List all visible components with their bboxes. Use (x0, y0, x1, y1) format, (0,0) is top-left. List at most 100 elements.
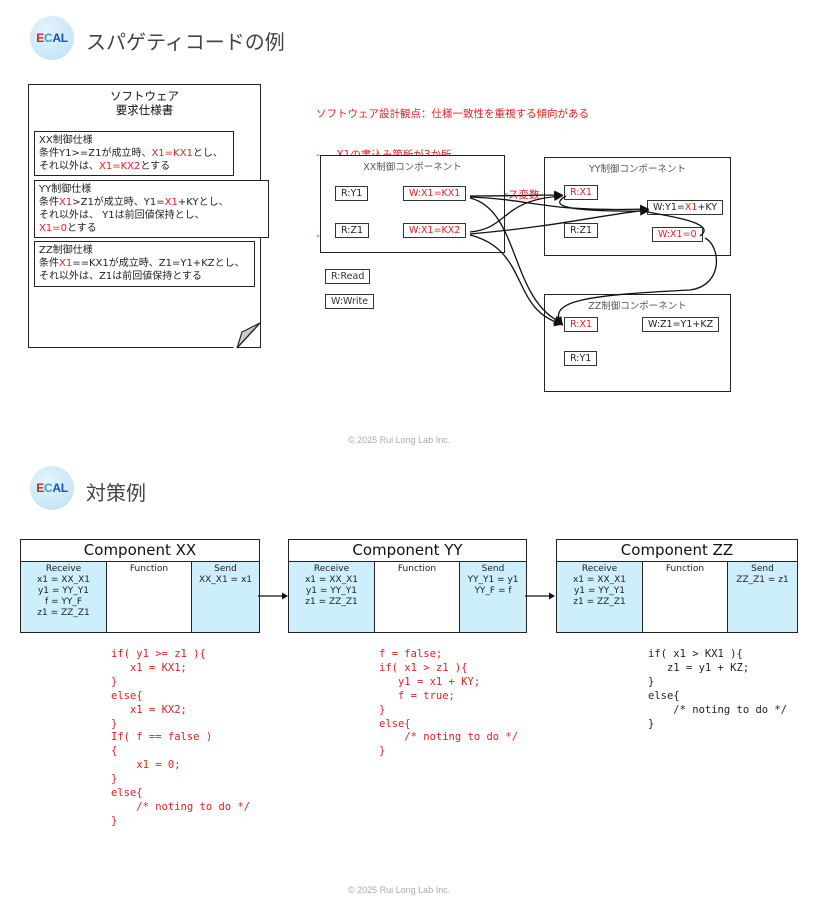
list-item: XX_X1 = x1 (198, 575, 253, 585)
document-title-line1: ソフトウェア (110, 89, 179, 103)
spec-heading: XX制御仕様 (39, 135, 93, 146)
logo-letters-al: AL (52, 481, 68, 495)
spec-text: >Z1が成立時、Y1= (72, 197, 165, 208)
logo-letter-c: C (43, 31, 53, 45)
function-column: Function (106, 562, 192, 632)
spec-text: それ以外は、 (39, 161, 99, 172)
document-title-line2: 要求仕様書 (115, 103, 174, 117)
list-item: y1 = YY_Y1 (37, 586, 90, 596)
spec-line: 条件Y1>=Z1が成立時、X1=KX1とし、 (39, 147, 229, 160)
legend-write: W:Write (325, 294, 375, 309)
spec-text: 条件Y1>=Z1が成立時、 (39, 148, 152, 159)
code-block-zz: if( x1 > KX1 ){ z1 = y1 + KZ; } else{ /*… (648, 648, 788, 730)
highlighted-text: X1 (164, 197, 178, 208)
write-x1-kx1-box: W:X1=KX1 (403, 186, 467, 201)
function-label: Function (665, 564, 705, 574)
read-x1-box: R:X1 (564, 317, 599, 332)
list-item: x1 = XX_X1 (36, 575, 91, 585)
spec-text: それ以外は、 Y1は前回値保持とし、 (39, 210, 205, 221)
spec-zz: ZZ制御仕様 条件X1==KX1が成立時、Z1=Y1+KZとし、それ以外は、Z1… (34, 241, 255, 287)
receive-label: Receive (313, 564, 350, 574)
read-z1-box: R:Z1 (335, 223, 370, 238)
xx-control-component: XX制御コンポーネント R:Y1 R:Z1 W:X1=KX1 W:X1=KX2 (320, 155, 505, 253)
list-item: YY_F = f (474, 586, 512, 596)
list-item: y1 = YY_Y1 (305, 586, 358, 596)
code-block-xx: if( y1 >= z1 ){ x1 = KX1; } else{ x1 = K… (111, 648, 251, 827)
list-item: YY_Y1 = y1 (467, 575, 519, 585)
spec-text: とし、 (192, 148, 223, 159)
spec-text: 条件 (39, 258, 59, 269)
section-title-spaghetti: スパゲティコードの例 (86, 30, 285, 54)
component-title: YY制御コンポーネント (588, 164, 687, 175)
logo-letter-e: E (36, 481, 44, 495)
function-column: Function (642, 562, 728, 632)
write-y1-suffix: +KY (697, 202, 718, 213)
list-item: y1 = YY_Y1 (573, 586, 626, 596)
logo-letter-e: E (36, 31, 44, 45)
spec-text: ==KX1が成立時、Z1=Y1+KZとし、 (72, 258, 245, 269)
list-item: ZZ_Z1 = z1 (736, 575, 789, 585)
read-y1-box: R:Y1 (564, 351, 598, 366)
read-y1-box: R:Y1 (335, 186, 369, 201)
component-title: Component YY (289, 540, 526, 562)
logo-letter-c: C (43, 481, 53, 495)
spec-line: それ以外は、X1=KX2とする (39, 160, 229, 173)
send-column: Send XX_X1 = x1 (192, 562, 259, 632)
zz-control-component: ZZ制御コンポーネント R:X1 R:Y1 W:Z1=Y1+KZ (544, 294, 731, 392)
receive-label: Receive (581, 564, 618, 574)
write-z1-box: W:Z1=Y1+KZ (642, 317, 720, 332)
spec-yy: YY制御仕様 条件X1>Z1が成立時、Y1=X1+KYとし、それ以外は、 Y1は… (34, 180, 269, 238)
write-x1-zero-box: W:X1=0 (652, 227, 703, 242)
note-line: ソフトウェア設計観点：仕様一致性を重視する傾向がある (316, 108, 589, 120)
function-label: Function (129, 564, 169, 574)
copyright-2: © 2025 Rui Long Lab Inc. (348, 885, 451, 895)
spec-heading: ZZ制御仕様 (39, 245, 93, 256)
section-title-countermeasure: 対策例 (86, 481, 146, 505)
list-item: z1 = ZZ_Z1 (37, 608, 90, 618)
spec-line: それ以外は、Z1は前回値保持とする (39, 270, 250, 283)
highlighted-text: X1=KX2 (99, 161, 141, 172)
write-y1-box: W:Y1=X1+KY (647, 200, 724, 215)
highlighted-text: X1 (59, 197, 73, 208)
list-item: x1 = XX_X1 (304, 575, 359, 585)
list-item: f = YY_F (44, 597, 83, 607)
copyright-1: © 2025 Rui Long Lab Inc. (348, 435, 451, 445)
send-list: ZZ_Z1 = z1 (728, 575, 797, 586)
function-label: Function (397, 564, 437, 574)
spec-text: 条件 (39, 197, 59, 208)
list-item: z1 = ZZ_Z1 (305, 597, 358, 607)
spec-text: それ以外は、Z1は前回値保持とする (39, 271, 202, 282)
highlighted-text: X1=KX1 (151, 148, 193, 159)
spec-body: 条件X1==KX1が成立時、Z1=Y1+KZとし、それ以外は、Z1は前回値保持と… (39, 257, 250, 283)
spec-text: とする (66, 223, 97, 234)
write-x1-kx2-box: W:X1=KX2 (403, 223, 467, 238)
yy-control-component: YY制御コンポーネント R:X1 R:Z1 W:Y1=X1+KY W:X1=0 (544, 157, 731, 256)
read-z1-box: R:Z1 (564, 223, 599, 238)
highlighted-text: X1=0 (39, 223, 67, 234)
folded-corner-icon (233, 321, 261, 349)
send-label: Send (751, 564, 774, 574)
spec-text: +KYとし、 (177, 197, 229, 208)
receive-label: Receive (45, 564, 82, 574)
component-title: Component ZZ (557, 540, 797, 562)
function-column: Function (374, 562, 460, 632)
spec-line: それ以外は、 Y1は前回値保持とし、 (39, 209, 264, 222)
write-y1-prefix: W:Y1= (653, 202, 685, 213)
component-title: Component XX (21, 540, 259, 562)
legend-read: R:Read (325, 269, 371, 284)
spec-xx: XX制御仕様 条件Y1>=Z1が成立時、X1=KX1とし、それ以外は、X1=KX… (34, 131, 234, 176)
spec-body: 条件X1>Z1が成立時、Y1=X1+KYとし、それ以外は、 Y1は前回値保持とし… (39, 196, 264, 235)
send-label: Send (214, 564, 237, 574)
component-title: ZZ制御コンポーネント (588, 301, 687, 312)
spec-line: X1=0とする (39, 222, 264, 235)
